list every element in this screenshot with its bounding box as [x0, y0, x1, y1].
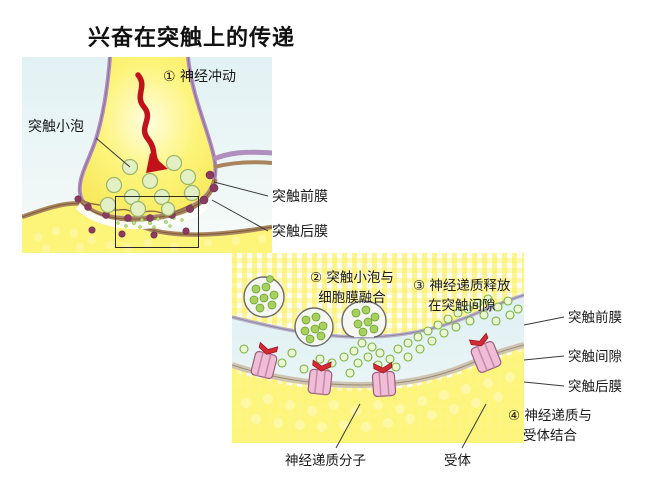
vesicle	[99, 196, 117, 214]
label-postsynaptic-membrane-upper: 突触后膜	[272, 224, 328, 240]
presynaptic-terminal-illustration	[22, 57, 272, 253]
vesicle	[153, 188, 171, 206]
membrane-protein-dots	[74, 170, 219, 239]
vesicle	[179, 168, 197, 186]
label-postsynaptic-membrane-lower: 突触后膜	[568, 379, 622, 395]
synaptic-cleft-upper	[76, 203, 208, 230]
label-step2-line1: ② 突触小泡与	[310, 270, 394, 286]
label-step4-line2: 受体结合	[522, 428, 577, 445]
label-transmitter-molecule: 神经递质分子	[285, 453, 366, 469]
label-step3-line2: 在突触间隙	[427, 298, 496, 315]
fusing-vesicle	[341, 300, 387, 338]
vesicle	[129, 200, 147, 218]
vesicle	[141, 172, 159, 190]
receptors	[250, 332, 502, 398]
label-receptor: 受体	[444, 453, 471, 469]
receptor	[250, 341, 279, 380]
axon-branch	[213, 149, 272, 162]
label-step1-nerve-impulse: ① 神经冲动	[163, 69, 237, 85]
vesicle	[160, 201, 176, 217]
magnified-synapse-illustration	[232, 275, 524, 443]
vesicle	[105, 176, 123, 194]
vesicle	[121, 158, 139, 176]
receptor	[371, 361, 397, 398]
nerve-impulse-arrow	[135, 72, 168, 173]
cleft-transmitters-upper	[116, 216, 184, 229]
synaptic-cleft-fill	[232, 295, 524, 385]
label-step3-line1: ③ 神经递质释放	[413, 278, 511, 294]
neurotransmitter-molecules	[239, 294, 523, 378]
label-presynaptic-membrane-upper: 突触前膜	[272, 189, 328, 205]
label-step3-transmitter-release: ③ 神经递质释放 在突触间隙	[413, 276, 510, 317]
label-synaptic-vesicle: 突触小泡	[28, 119, 84, 135]
magnification-box	[115, 196, 199, 248]
presynaptic-terminal-panel	[22, 57, 272, 253]
page-title: 兴奋在突触上的传递	[88, 26, 296, 51]
receptor	[307, 359, 333, 396]
label-step2-vesicle-fusion: ② 突触小泡与 细胞膜融合	[310, 268, 394, 309]
label-synaptic-cleft: 突触间隙	[568, 349, 622, 365]
receptor	[468, 332, 502, 373]
vesicle	[294, 307, 334, 347]
free-synaptic-vesicles	[243, 275, 334, 347]
postsynaptic-cytoplasm-texture	[241, 372, 515, 432]
label-step4-line1: ④ 神经递质与	[508, 408, 592, 424]
vesicle	[243, 275, 285, 318]
label-step2-line2: 细胞膜融合	[318, 290, 386, 307]
magnified-synapse-panel	[232, 253, 524, 443]
postsynaptic-cell-texture	[33, 226, 267, 253]
vesicle	[165, 154, 183, 172]
label-step4-receptor-binding: ④ 神经递质与 受体结合	[508, 406, 592, 447]
label-presynaptic-membrane-lower: 突触前膜	[568, 310, 622, 326]
